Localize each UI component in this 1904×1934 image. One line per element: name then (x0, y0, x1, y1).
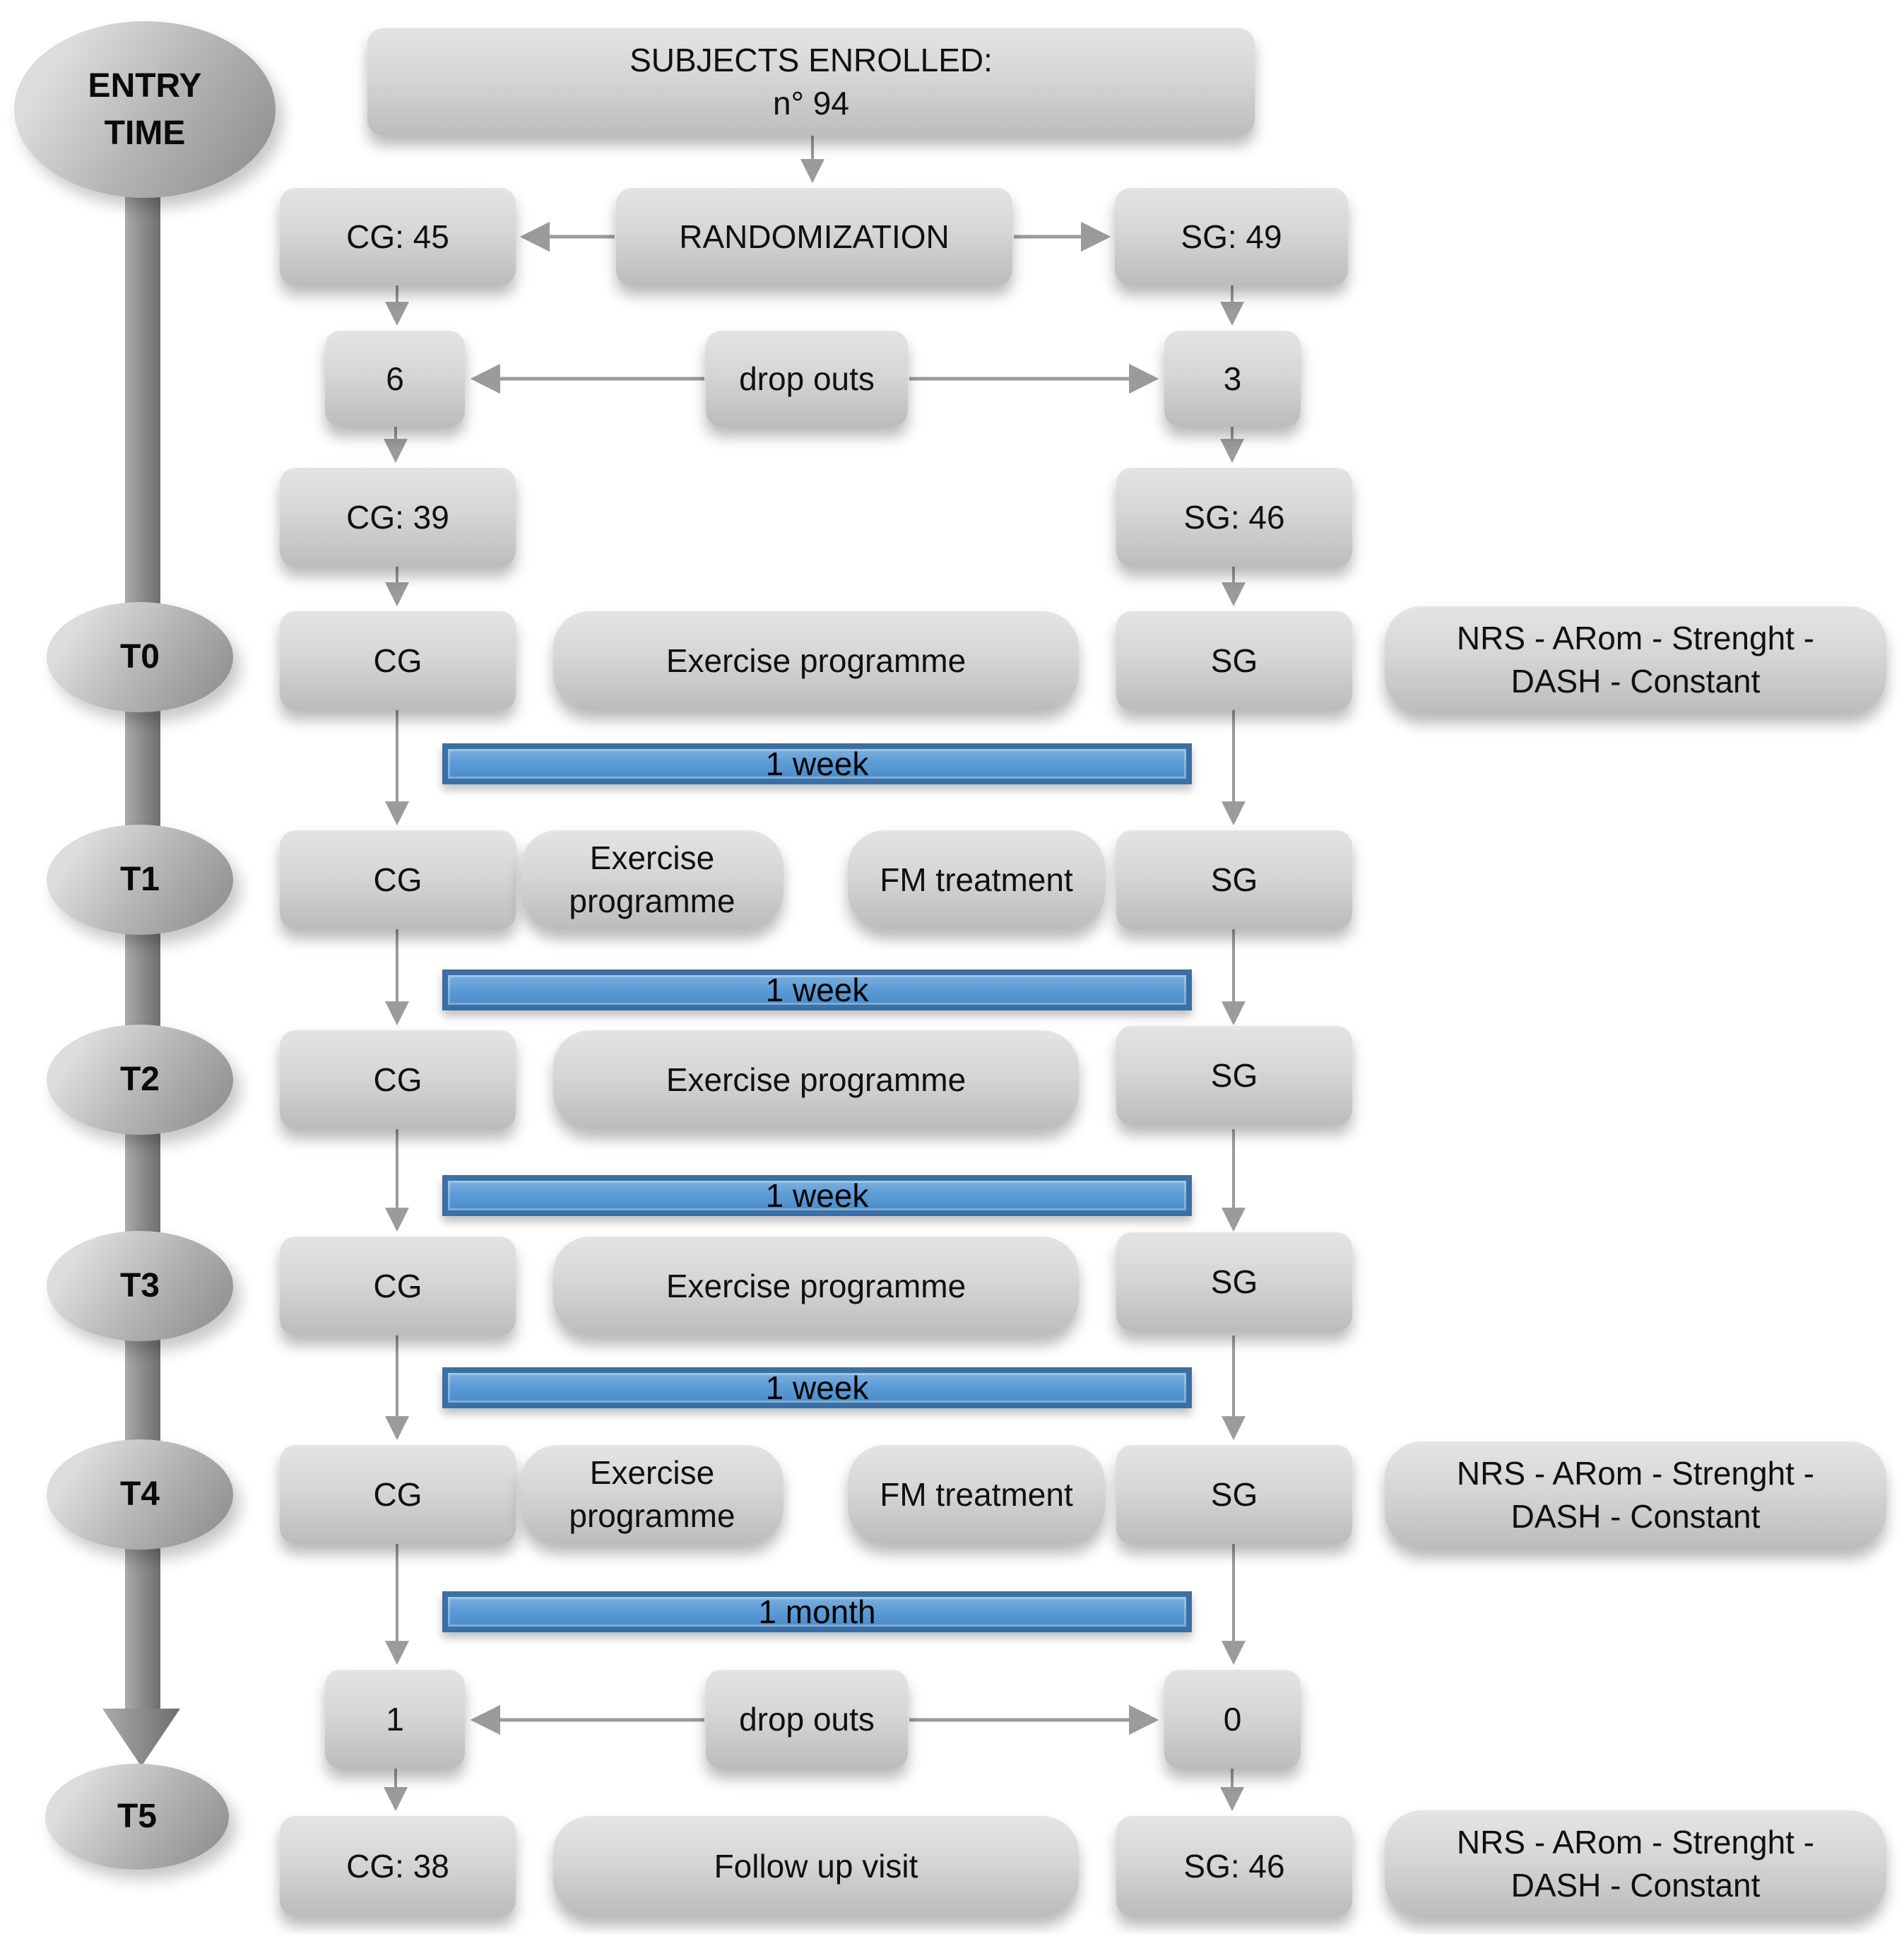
t4-assessment-line1: NRS - ARom - Strenght - (1456, 1455, 1815, 1492)
interval-bar-1: 1 week (442, 743, 1192, 784)
box-t2-cg: CG (280, 1030, 516, 1129)
box-t4-exercise-programme: Exercise programme (521, 1445, 784, 1544)
box-cg-after-dropouts: CG: 39 (280, 468, 516, 567)
box-t1-cg: CG (280, 830, 516, 929)
box-cg-randomized: CG: 45 (280, 188, 516, 285)
box-subjects-enrolled: SUBJECTS ENROLLED: n° 94 (367, 28, 1255, 136)
box-t5-sg-final: SG: 46 (1116, 1816, 1352, 1916)
interval-bar-5: 1 month (442, 1591, 1192, 1632)
interval-bar-3: 1 week (442, 1175, 1192, 1216)
timeline-milestone-t4: T4 (47, 1439, 233, 1550)
box-t0-sg: SG (1116, 611, 1352, 710)
box-t1-exercise-programme: Exercise programme (521, 830, 784, 929)
box-t4-cg: CG (280, 1445, 516, 1544)
timeline-milestone-t5: T5 (45, 1764, 229, 1870)
t5-assessment-line1: NRS - ARom - Strenght - (1456, 1824, 1815, 1861)
box-dropouts-final-sg: 0 (1164, 1670, 1301, 1769)
entry-time-line2: TIME (104, 114, 186, 152)
box-sg-after-dropouts: SG: 46 (1116, 468, 1352, 567)
box-t4-sg: SG (1116, 1445, 1352, 1544)
box-dropouts-initial-label: drop outs (706, 331, 908, 427)
box-t0-assessment: NRS - ARom - Strenght - DASH - Constant (1385, 606, 1886, 714)
box-t5-cg-final: CG: 38 (280, 1816, 516, 1916)
box-randomization: RANDOMIZATION (616, 188, 1012, 285)
subjects-enrolled-label: SUBJECTS ENROLLED: (629, 42, 993, 79)
box-t2-sg: SG (1116, 1026, 1352, 1125)
t5-assessment-line2: DASH - Constant (1510, 1867, 1761, 1904)
entry-time-line1: ENTRY (88, 66, 202, 105)
box-t0-cg: CG (280, 611, 516, 710)
t0-assessment-line2: DASH - Constant (1510, 663, 1761, 700)
timeline-entry-ellipse: ENTRY TIME (14, 21, 276, 198)
box-t3-sg: SG (1116, 1232, 1352, 1331)
box-t3-exercise-programme: Exercise programme (553, 1237, 1079, 1335)
box-t0-exercise-programme: Exercise programme (553, 611, 1079, 710)
box-t5-follow-up-visit: Follow up visit (553, 1816, 1079, 1916)
subjects-enrolled-count: n° 94 (773, 85, 849, 122)
timeline-milestone-t1: T1 (47, 825, 233, 935)
down-arrows (384, 136, 1246, 1812)
timeline-milestone-t0: T0 (47, 602, 233, 712)
interval-bar-4: 1 week (442, 1367, 1192, 1408)
box-t5-assessment: NRS - ARom - Strenght - DASH - Constant (1385, 1810, 1886, 1918)
box-dropouts-initial-cg: 6 (325, 331, 465, 427)
box-t4-assessment: NRS - ARom - Strenght - DASH - Constant (1385, 1441, 1886, 1549)
interval-bar-2: 1 week (442, 969, 1192, 1010)
box-t4-fm-treatment: FM treatment (848, 1445, 1105, 1544)
box-dropouts-final-cg: 1 (325, 1670, 465, 1769)
box-t1-sg: SG (1116, 830, 1352, 929)
t0-assessment-line1: NRS - ARom - Strenght - (1456, 620, 1815, 657)
box-t3-cg: CG (280, 1237, 516, 1335)
box-dropouts-initial-sg: 3 (1164, 331, 1301, 427)
timeline-milestone-t2: T2 (47, 1025, 233, 1135)
box-t1-fm-treatment: FM treatment (848, 830, 1105, 929)
box-dropouts-final-label: drop outs (706, 1670, 908, 1769)
box-t2-exercise-programme: Exercise programme (553, 1030, 1079, 1129)
lateral-arrows (470, 221, 1159, 1735)
box-sg-randomized: SG: 49 (1115, 188, 1348, 285)
t4-assessment-line2: DASH - Constant (1510, 1498, 1761, 1535)
timeline-milestone-t3: T3 (47, 1231, 233, 1341)
